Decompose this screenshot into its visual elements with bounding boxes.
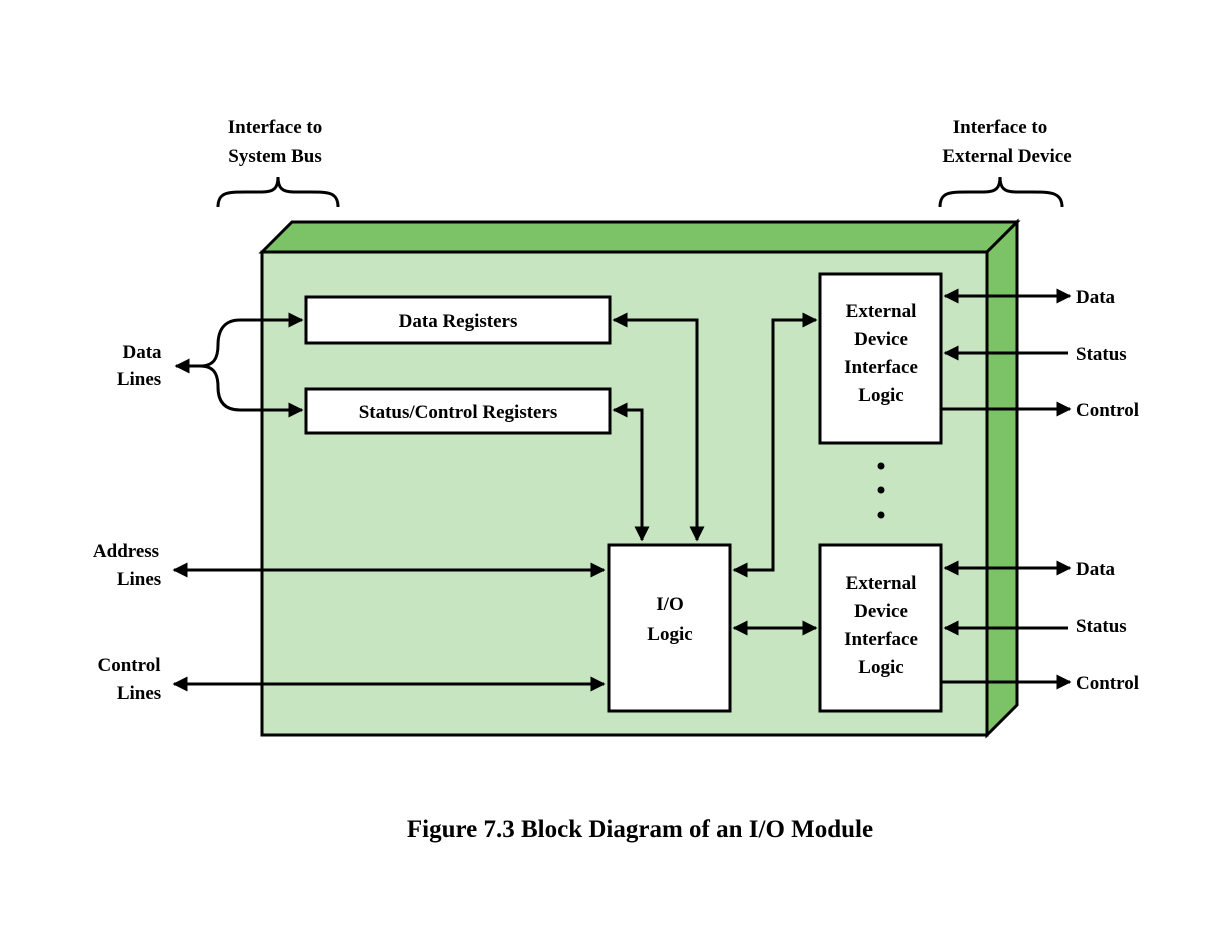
- bottom-control-label: Control: [1076, 673, 1139, 694]
- module-side-face: [985, 218, 1019, 739]
- data-registers-to-io-logic-arrow: [612, 312, 705, 542]
- address-lines-label-line2: Lines: [117, 569, 161, 590]
- figure-caption: Figure 7.3 Block Diagram of an I/O Modul…: [407, 816, 873, 843]
- address-lines-label-line1: Address: [93, 541, 159, 562]
- control-lines-label-line1: Control: [98, 655, 161, 676]
- device-interface-logic-top-box: [818, 272, 943, 445]
- control-lines-label-line2: Lines: [117, 683, 161, 704]
- device-logic-bottom-line1: External: [846, 573, 917, 594]
- ellipsis-dot: [877, 511, 885, 519]
- ellipsis-dot: [877, 486, 885, 494]
- bottom-data-label: Data: [1076, 559, 1116, 580]
- io-logic-label-line2: Logic: [647, 624, 692, 645]
- device-logic-bottom-line3: Interface: [844, 629, 918, 650]
- data-lines-label-line1: Data: [122, 342, 162, 363]
- bottom-status-label: Status: [1076, 616, 1127, 637]
- bus-interface-brace: [216, 176, 340, 208]
- top-status-label: Status: [1076, 344, 1127, 365]
- status-control-registers-box: [304, 387, 612, 435]
- device-interface-logic-bottom-box: [818, 543, 943, 713]
- io-logic-label-line1: I/O: [656, 594, 683, 615]
- ellipsis-dot: [877, 462, 885, 470]
- device-logic-top-line4: Logic: [858, 385, 903, 406]
- data-registers-label: Data Registers: [399, 311, 518, 332]
- module-top-face: [258, 220, 1021, 254]
- io-logic-to-top-device-logic-arrow: [732, 312, 818, 578]
- top-data-label: Data: [1076, 287, 1116, 308]
- bus-interface-label-line1: Interface to: [228, 117, 322, 138]
- data-lines-to-status-registers-arrow: [199, 364, 304, 418]
- device-logic-bottom-line2: Device: [854, 601, 908, 622]
- device-interface-brace: [938, 176, 1064, 208]
- device-logic-bottom-line4: Logic: [858, 657, 903, 678]
- device-interface-label-line2: External Device: [942, 146, 1071, 167]
- data-lines-to-data-registers-arrow: [199, 312, 304, 368]
- device-logic-top-line3: Interface: [844, 357, 918, 378]
- top-control-label: Control: [1076, 400, 1139, 421]
- status-control-registers-label: Status/Control Registers: [359, 402, 558, 423]
- bus-interface-label-line2: System Bus: [228, 146, 321, 167]
- device-logic-top-line2: Device: [854, 329, 908, 350]
- io-logic-box: [607, 543, 732, 713]
- device-logic-top-line1: External: [846, 301, 917, 322]
- device-interface-label-line1: Interface to: [953, 117, 1047, 138]
- data-registers-box: [304, 295, 612, 345]
- data-lines-label-line2: Lines: [117, 369, 161, 390]
- status-registers-to-io-logic-arrow: [612, 402, 650, 542]
